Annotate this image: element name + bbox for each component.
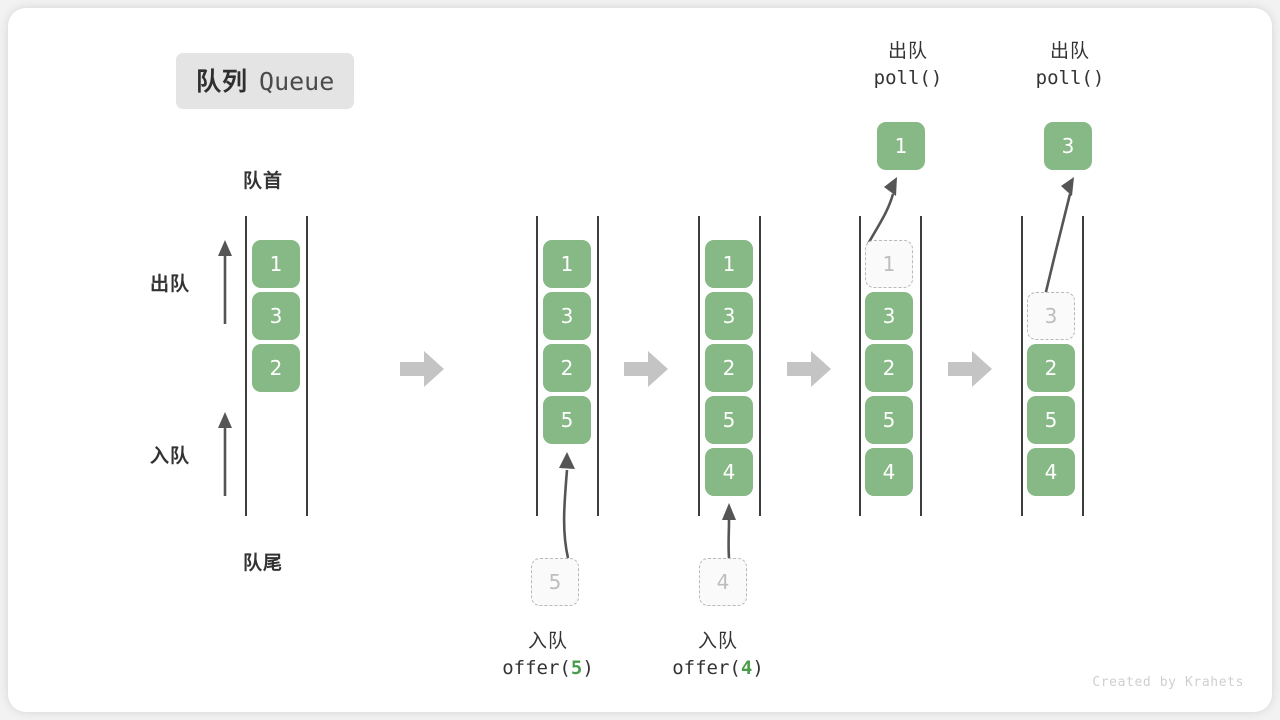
queue-cell: 2: [543, 344, 591, 392]
queue-cell: 1: [705, 240, 753, 288]
caption-fn-end: ): [752, 656, 764, 679]
queue-cell: 1: [252, 240, 300, 288]
queue-cell: 2: [705, 344, 753, 392]
outgoing-element: 3: [1044, 122, 1092, 170]
queue-cell: 5: [1027, 396, 1075, 444]
queue-cell: 2: [252, 344, 300, 392]
queue-rail-right-stage-3: [759, 216, 761, 516]
caption-code: poll(): [873, 66, 943, 89]
transition-arrow-icon: [787, 351, 831, 387]
outgoing-element: 1: [877, 122, 925, 170]
queue-cells-stage-3: 1 3 2 5 4: [705, 240, 753, 496]
caption-code: offer(5): [458, 655, 638, 682]
caption-code: poll(): [1035, 66, 1105, 89]
queue-cells-stage-4: 1 3 2 5 4: [865, 240, 913, 496]
queue-cell: 4: [1027, 448, 1075, 496]
queue-rail-left-stage-3: [698, 216, 700, 516]
caption-fn: offer(: [672, 656, 741, 679]
queue-rail-right-stage-5: [1082, 216, 1084, 516]
diagram-card: 队列 Queue 队首 队尾 出队 入队 1 3 2: [8, 8, 1272, 712]
enqueue-direction-label: 入队: [150, 445, 191, 467]
title-chinese: 队列: [196, 67, 249, 96]
transition-arrow-icon: [948, 351, 992, 387]
queue-rail-left-stage-1: [245, 216, 247, 516]
queue-cell: 2: [1027, 344, 1075, 392]
incoming-element-ghost: 4: [699, 558, 747, 606]
queue-cell: 5: [543, 396, 591, 444]
caption-poll-3: 出队 poll(): [980, 38, 1160, 92]
queue-rail-left-stage-4: [859, 216, 861, 516]
transition-arrow-icon: [400, 351, 444, 387]
queue-cell: 4: [865, 448, 913, 496]
queue-cell: 3: [865, 292, 913, 340]
caption-offer-5: 入队 offer(5): [458, 628, 638, 682]
queue-cell: 5: [865, 396, 913, 444]
incoming-element-ghost: 5: [531, 558, 579, 606]
caption-cn: 出队: [1049, 40, 1090, 62]
queue-tail-label: 队尾: [243, 552, 284, 574]
caption-arg: 5: [570, 656, 583, 679]
queue-cell: 4: [705, 448, 753, 496]
caption-code: offer(4): [628, 655, 808, 682]
dequeue-direction-arrow-icon: [218, 240, 232, 324]
enqueue-direction-arrow-icon: [218, 412, 232, 496]
queue-rail-right-stage-1: [306, 216, 308, 516]
title-badge: 队列 Queue: [176, 53, 355, 109]
caption-poll-1: 出队 poll(): [818, 38, 998, 92]
queue-cell: 3: [543, 292, 591, 340]
queue-head-label: 队首: [243, 170, 284, 192]
caption-offer-4: 入队 offer(4): [628, 628, 808, 682]
caption-cn: 入队: [697, 630, 738, 652]
queue-cell: 3: [705, 292, 753, 340]
transition-arrow-icon: [624, 351, 668, 387]
caption-fn-end: ): [582, 656, 594, 679]
caption-fn: offer(: [502, 656, 571, 679]
queue-cells-stage-2: 1 3 2 5: [543, 240, 591, 444]
dequeue-motion-arrow-icon: [1042, 177, 1074, 301]
queue-cell: 3: [252, 292, 300, 340]
dequeue-direction-label: 出队: [150, 273, 191, 295]
queue-rail-left-stage-2: [536, 216, 538, 516]
title-english: Queue: [259, 67, 335, 96]
queue-cell: 5: [705, 396, 753, 444]
queue-cell: [1027, 240, 1075, 288]
queue-rail-right-stage-2: [597, 216, 599, 516]
queue-cell: 3: [1027, 292, 1075, 340]
queue-rail-left-stage-5: [1021, 216, 1023, 516]
queue-rail-right-stage-4: [920, 216, 922, 516]
enqueue-motion-arrow-icon: [722, 503, 736, 559]
queue-cells-stage-5: 3 2 5 4: [1027, 240, 1075, 496]
queue-cells-stage-1: 1 3 2: [252, 240, 300, 392]
enqueue-motion-arrow-icon: [559, 452, 575, 559]
credit-text: Created by Krahets: [1092, 675, 1244, 690]
queue-cell: 1: [865, 240, 913, 288]
dequeue-motion-arrow-icon: [866, 177, 897, 245]
caption-arg: 4: [740, 656, 753, 679]
caption-cn: 出队: [887, 40, 928, 62]
queue-cell: 1: [543, 240, 591, 288]
caption-cn: 入队: [527, 630, 568, 652]
queue-cell: 2: [865, 344, 913, 392]
